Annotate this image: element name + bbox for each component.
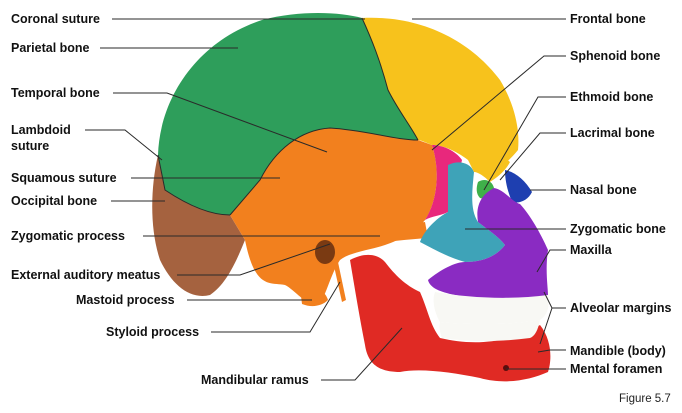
label-zygomatic-bone: Zygomatic bone xyxy=(570,222,666,236)
label-squamous-suture: Squamous suture xyxy=(11,171,117,185)
label-lambdoid-suture-line1: Lambdoid xyxy=(11,123,71,137)
label-sphenoid-bone: Sphenoid bone xyxy=(570,49,660,63)
label-styloid-process: Styloid process xyxy=(106,325,199,339)
label-coronal-suture: Coronal suture xyxy=(11,12,100,26)
label-parietal-bone: Parietal bone xyxy=(11,41,90,55)
label-lambdoid-suture-line2: suture xyxy=(11,139,49,153)
label-mastoid-process: Mastoid process xyxy=(76,293,175,307)
label-nasal-bone: Nasal bone xyxy=(570,183,637,197)
label-occipital-bone: Occipital bone xyxy=(11,194,97,208)
label-mental-foramen: Mental foramen xyxy=(570,362,662,376)
label-lacrimal-bone: Lacrimal bone xyxy=(570,126,655,140)
leader-lambdoid-suture xyxy=(85,130,162,160)
label-external-auditory-meatus: External auditory meatus xyxy=(11,268,160,282)
label-mandibular-ramus: Mandibular ramus xyxy=(201,373,309,387)
label-temporal-bone: Temporal bone xyxy=(11,86,100,100)
figure-caption: Figure 5.7 xyxy=(619,393,671,405)
skull-illustration xyxy=(152,13,550,381)
ear-opening-shape xyxy=(315,240,335,264)
label-alveolar-margins: Alveolar margins xyxy=(570,301,671,315)
label-zygomatic-process: Zygomatic process xyxy=(11,229,125,243)
label-ethmoid-bone: Ethmoid bone xyxy=(570,90,653,104)
labels-right: Frontal bone Sphenoid bone Ethmoid bone … xyxy=(570,12,671,376)
mental-foramen-shape xyxy=(503,365,509,371)
label-maxilla: Maxilla xyxy=(570,243,613,257)
label-mandible-body: Mandible (body) xyxy=(570,344,666,358)
label-frontal-bone: Frontal bone xyxy=(570,12,646,26)
